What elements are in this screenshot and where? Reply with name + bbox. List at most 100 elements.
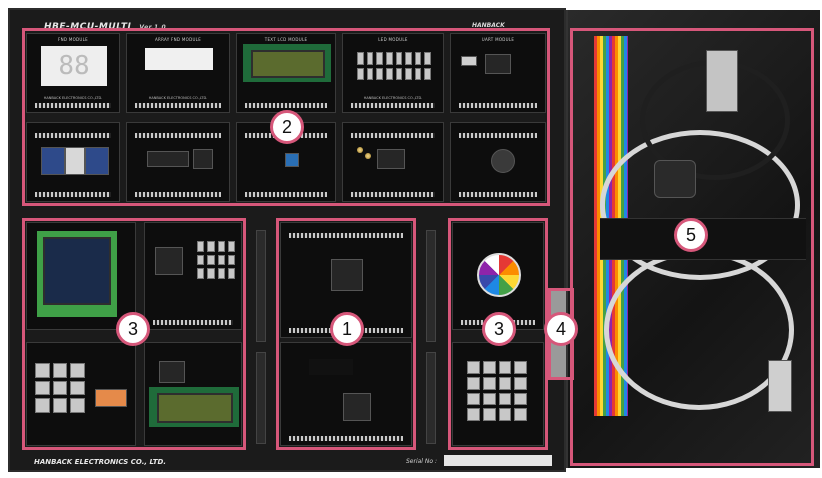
module-title: TEXT LCD MODULE xyxy=(264,37,308,42)
pin-header xyxy=(289,436,403,441)
key xyxy=(197,254,205,266)
led xyxy=(414,67,422,80)
text-lcd-screen xyxy=(251,50,325,78)
led xyxy=(405,52,412,65)
sensor xyxy=(285,153,299,167)
group-3-left-frame xyxy=(22,218,246,450)
pin-header xyxy=(459,103,537,108)
key xyxy=(498,376,512,390)
pin-header xyxy=(35,103,111,108)
key xyxy=(217,268,225,279)
led xyxy=(376,52,383,65)
crystal xyxy=(461,56,477,66)
mcu-module xyxy=(280,222,412,338)
interface-chip xyxy=(343,393,371,421)
key-matrix xyxy=(197,241,235,279)
switch-module xyxy=(26,342,136,446)
adc-module xyxy=(342,122,444,202)
key xyxy=(227,268,235,279)
push-button xyxy=(70,380,85,396)
key xyxy=(482,361,496,374)
callout-3-left: 3 xyxy=(116,312,150,346)
key xyxy=(467,376,480,390)
led xyxy=(376,67,383,80)
led xyxy=(395,52,403,65)
controller-chip xyxy=(155,247,183,275)
led xyxy=(395,67,403,80)
pin-header xyxy=(35,133,111,138)
key xyxy=(482,392,496,406)
led xyxy=(357,52,364,65)
key xyxy=(482,408,496,421)
driver-chip xyxy=(159,361,185,383)
pin-header xyxy=(135,103,221,108)
module-title: UART MODULE xyxy=(481,37,515,42)
pin-header xyxy=(135,192,221,197)
capacitor xyxy=(365,153,371,159)
capacitor xyxy=(357,147,363,153)
board-brand-text: HBE-MCU-MULTI xyxy=(44,22,132,32)
push-button xyxy=(35,380,50,396)
module-slot xyxy=(256,352,266,444)
led xyxy=(385,52,393,65)
fnd-display: 88 xyxy=(41,46,107,86)
serial-number-box xyxy=(444,455,552,466)
fnd-module: FND MODULE 88 HANBACK ELECTRONICS CO.,LT… xyxy=(26,33,120,113)
dip-switch-module xyxy=(26,122,120,202)
uart-module: UART MODULE xyxy=(450,33,546,113)
pin-header xyxy=(351,192,435,197)
module-vendor: HANBACK ELECTRONICS CO.,LTD. xyxy=(148,96,208,100)
key xyxy=(482,376,496,390)
key xyxy=(498,392,512,406)
uart-chip xyxy=(485,54,511,74)
pin-header xyxy=(153,320,233,325)
graphic-lcd-screen xyxy=(43,237,111,305)
memory-chip xyxy=(147,151,189,167)
led-array xyxy=(357,52,431,80)
push-button xyxy=(35,398,50,413)
board-brand: HBE-MCU-MULTI Ver.1.0 xyxy=(44,22,166,32)
led xyxy=(366,67,374,80)
key xyxy=(207,254,215,266)
serial-label: Serial No : xyxy=(406,458,437,465)
text-lcd-screen-2 xyxy=(157,393,233,423)
key xyxy=(197,268,205,279)
key xyxy=(514,376,527,390)
push-button xyxy=(52,363,68,378)
array-fnd-module: ARRAY FND MODULE HANBACK ELECTRONICS CO.… xyxy=(126,33,230,113)
key xyxy=(467,408,480,421)
module-vendor: HANBACK ELECTRONICS CO.,LTD. xyxy=(363,96,423,100)
group-5-frame xyxy=(570,28,814,466)
module-slot xyxy=(426,352,436,444)
led-module: LED MODULE HANBACK ELECTRONICS CO.,LTD. xyxy=(342,33,444,113)
key xyxy=(207,241,215,252)
group-1-frame xyxy=(276,218,416,450)
led xyxy=(405,67,412,80)
jtag-adapter xyxy=(706,50,738,112)
switch-block xyxy=(65,147,85,175)
pin-header xyxy=(351,133,435,138)
text-lcd-module-2 xyxy=(144,342,242,446)
dip-switch-orange xyxy=(95,389,127,407)
push-button xyxy=(70,363,85,378)
led xyxy=(357,67,364,80)
interface-module xyxy=(280,342,412,446)
key xyxy=(217,254,225,266)
usb-plug xyxy=(768,360,792,412)
adc-chip xyxy=(377,149,405,169)
board-version: Ver.1.0 xyxy=(139,24,167,31)
key xyxy=(514,408,527,421)
hanback-logo: HANBACK xyxy=(472,22,505,29)
pin-header xyxy=(459,192,537,197)
led xyxy=(414,52,422,65)
group-2-frame xyxy=(22,28,550,206)
callout-5: 5 xyxy=(674,218,708,252)
led xyxy=(385,67,393,80)
key xyxy=(467,361,480,374)
key xyxy=(197,241,205,252)
module-slot xyxy=(256,230,266,342)
key xyxy=(467,392,480,406)
memory-module xyxy=(126,122,230,202)
board-footer: HANBACK ELECTRONICS CO., LTD. xyxy=(34,458,167,466)
pin-header xyxy=(351,103,435,108)
